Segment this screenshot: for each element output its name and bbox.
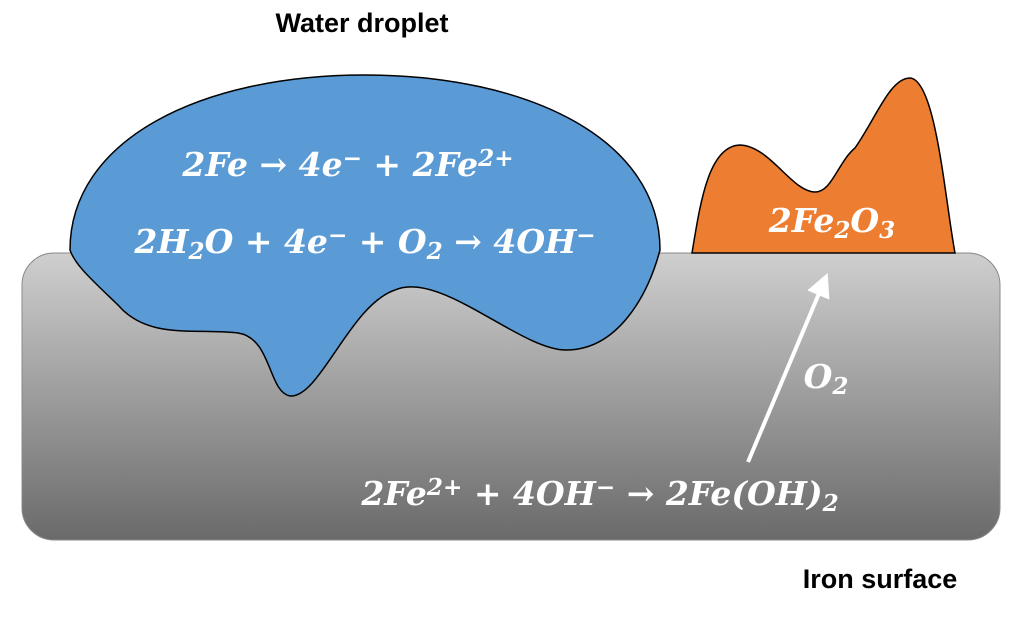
equation-segment: 2+: [426, 474, 462, 501]
equation-segment: −: [576, 222, 595, 249]
oxygen-diffusion-arrow: [746, 272, 830, 463]
equation-segment: 2Fe: [768, 201, 835, 240]
equation-segment: 2Fe → 4e: [181, 145, 342, 184]
water-droplet-label: Water droplet: [275, 8, 448, 38]
equation-segment: + O: [347, 222, 427, 261]
equation-segment: → 4OH: [443, 222, 578, 261]
equation-segment: 2: [833, 217, 850, 244]
equation-segment: + 2Fe: [362, 145, 478, 184]
equation-segment: O: [850, 201, 879, 240]
rust-deposit: [691, 77, 956, 254]
equation-segment: 2: [822, 490, 839, 517]
equation-segment: 2: [426, 238, 443, 265]
equation-segment: 2: [188, 238, 205, 265]
equation-segment: → 2Fe(OH): [615, 474, 822, 513]
equation-segment: 2H: [133, 222, 190, 261]
anode-reaction: 2Fe → 4e− + 2Fe2+: [181, 145, 513, 184]
equation-segment: + 4OH: [462, 474, 597, 513]
equation-segment: −: [343, 145, 362, 172]
equation-segment: O + 4e: [205, 222, 328, 261]
iron-surface-label: Iron surface: [803, 564, 958, 594]
rust-formula: 2Fe2O3: [768, 201, 896, 244]
equation-segment: 2Fe: [360, 474, 427, 513]
equation-segment: O: [804, 357, 833, 396]
cathode-reaction: 2H2O + 4e− + O2 → 4OH−: [133, 222, 595, 265]
oxygen-label: O2: [804, 357, 849, 400]
equation-segment: 2+: [477, 145, 513, 172]
equation-segment: 2: [831, 373, 848, 400]
equation-segment: −: [596, 474, 615, 501]
water-droplet: [69, 74, 661, 397]
equation-segment: 3: [879, 217, 895, 244]
hydroxide-reaction: 2Fe2+ + 4OH− → 2Fe(OH)2: [360, 474, 838, 517]
equation-segment: −: [328, 222, 347, 249]
